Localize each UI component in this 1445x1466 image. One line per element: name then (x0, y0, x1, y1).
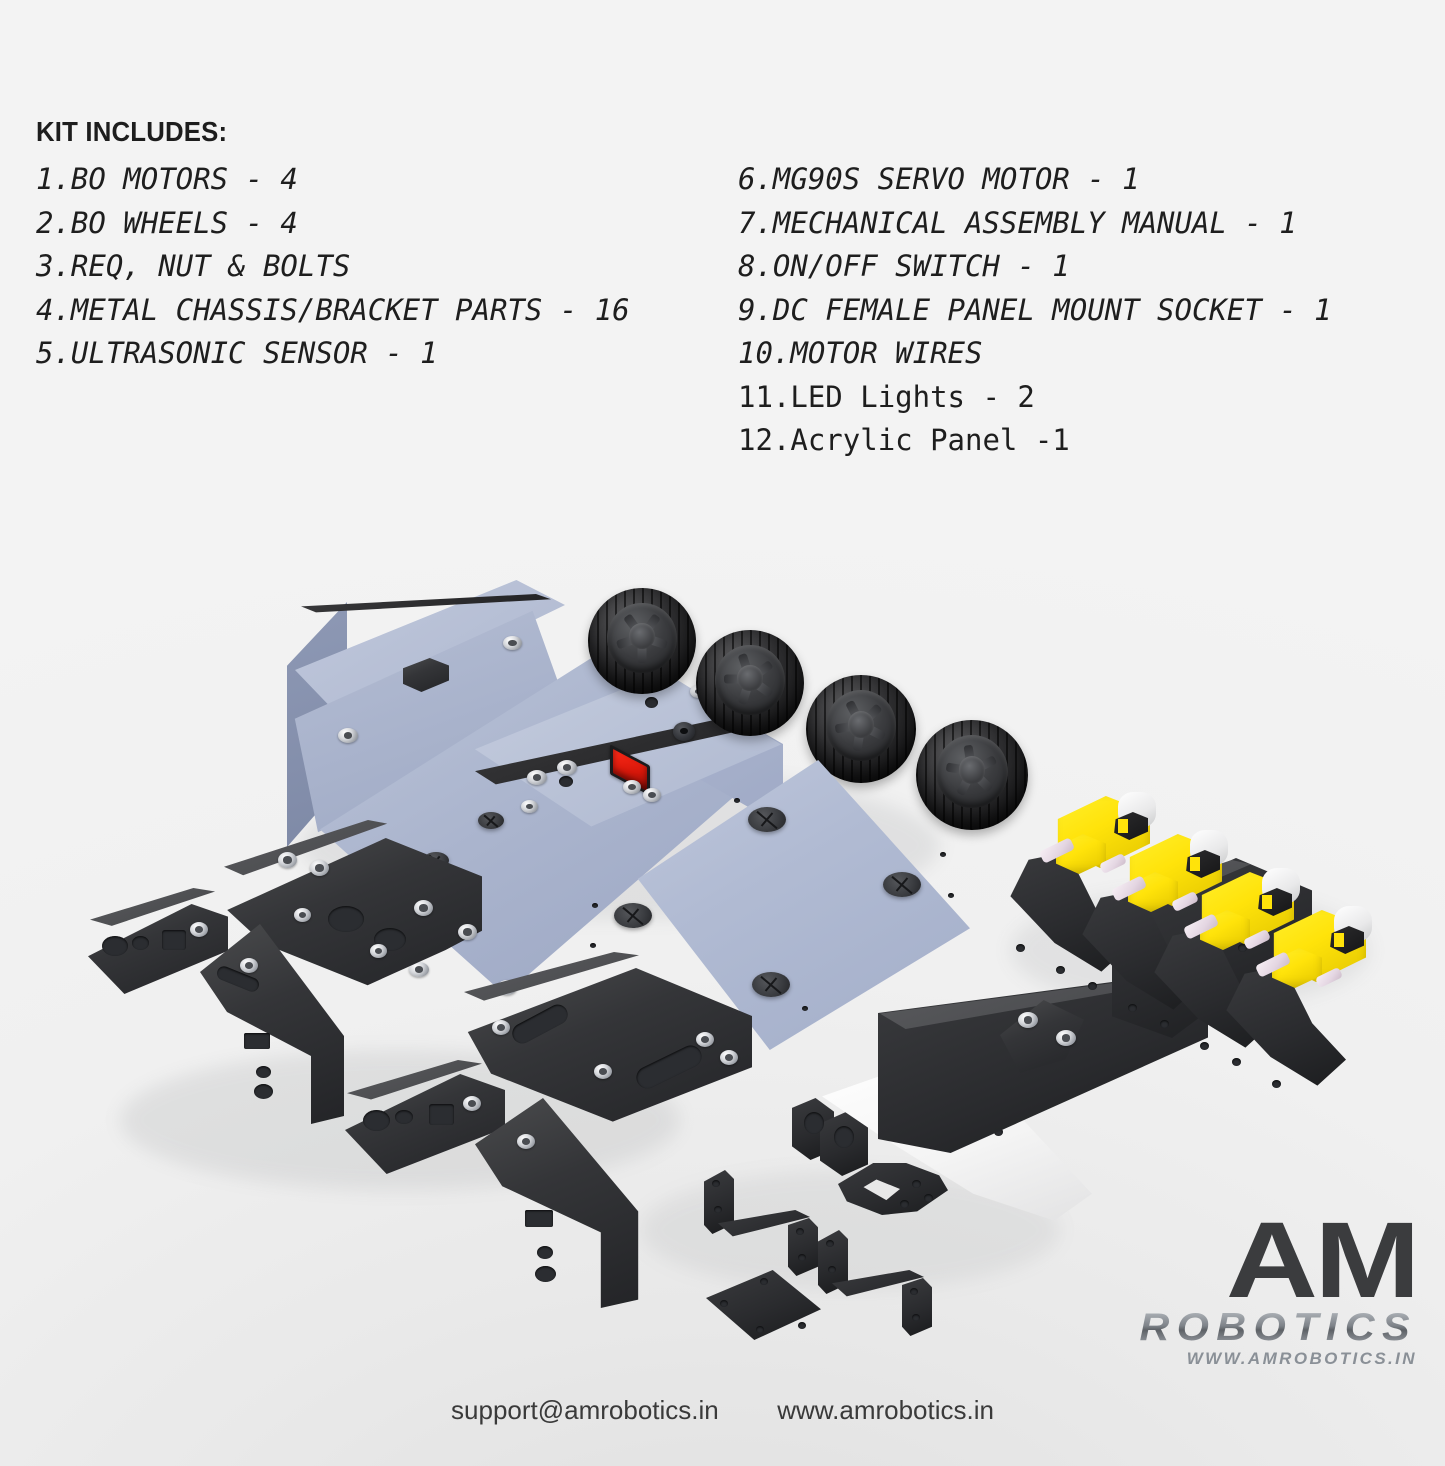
kit-item-label: Acrylic Panel -1 (790, 423, 1070, 457)
kit-list-item: 5. ULTRASONIC SENSOR - 1 (36, 332, 736, 376)
chassis-front-hole-2 (559, 776, 573, 787)
wheel-hub (958, 756, 986, 784)
bo-wheel-2 (696, 630, 804, 736)
kit-item-number: 7. (738, 205, 773, 240)
product-render-image (0, 470, 1445, 1466)
kit-item-label: LED Lights - 2 (790, 379, 1035, 414)
ultrasonic-sensor-bracket (792, 1098, 872, 1182)
kit-item-label: ULTRASONIC SENSOR - 1 (70, 336, 438, 370)
chassis-washer-front (521, 800, 538, 813)
white-panel-hole-2 (994, 1128, 1003, 1136)
panel-grommet-4 (752, 972, 790, 997)
kit-item-number: 11. (738, 379, 791, 414)
black-chassis-bracket-2 (88, 888, 378, 1138)
panel-grommet-2 (883, 872, 921, 897)
kit-list-item: 1. BO MOTORS - 4 (36, 158, 736, 202)
chassis-nut (643, 788, 661, 802)
kit-list-item: 10. MOTOR WIRES (738, 332, 1438, 376)
chassis-grommet-1 (478, 812, 504, 829)
motor-assembly-3 (1144, 868, 1384, 1098)
panel-grommet-1 (748, 807, 786, 832)
black-chassis-bracket-1 (222, 820, 492, 1010)
kit-item-number: 6. (738, 162, 773, 196)
kit-list-item: 12. Acrylic Panel -1 (738, 419, 1438, 463)
chassis-front-hole (645, 697, 658, 708)
flat-mounting-plate (706, 1270, 821, 1340)
acrylic-panel (530, 760, 970, 1050)
kit-item-label: ON/OFF SWITCH - 1 (772, 249, 1070, 283)
kit-item-number: 9. (738, 292, 773, 327)
kit-list-item: 9. DC FEMALE PANEL MOUNT SOCKET - 1 (738, 289, 1438, 333)
logo-wordmark: ROBOTICS (1001, 1308, 1417, 1348)
footer-contact: support@amrobotics.in www.amrobotics.in (0, 1395, 1445, 1426)
dc-panel-socket (673, 722, 695, 741)
chassis-nut (623, 780, 641, 794)
footer-website[interactable]: www.amrobotics.in (777, 1395, 994, 1425)
kit-item-label: REQ, NUT & BOLTS (70, 249, 351, 283)
kit-list-item: 2. BO WHEELS - 4 (36, 202, 736, 246)
panel-screw-hole (948, 893, 954, 898)
kit-list-item: 6. MG90S SERVO MOTOR - 1 (738, 158, 1438, 202)
servo-mount-plate (838, 1158, 948, 1220)
panel-grommet-3 (614, 903, 652, 928)
chassis-nut (527, 770, 547, 785)
black-chassis-bracket-4 (345, 1060, 665, 1320)
bo-wheel-4 (916, 720, 1028, 830)
panel-screw-hole (590, 943, 596, 948)
bo-wheel-3 (806, 675, 916, 783)
wheel-hub (847, 710, 875, 738)
kit-item-label: DC FEMALE PANEL MOUNT SOCKET - 1 (772, 292, 1332, 327)
logo-mark: AM (1225, 1199, 1421, 1320)
kit-item-number: 5. (36, 336, 71, 370)
kit-item-number: 2. (36, 205, 71, 240)
page-title: KIT INCLUDES: (36, 116, 228, 147)
panel-screw-hole (734, 798, 740, 803)
footer-email[interactable]: support@amrobotics.in (451, 1395, 719, 1425)
kit-item-number: 4. (36, 292, 71, 327)
kit-list-item: 11. LED Lights - 2 (738, 376, 1438, 420)
kit-item-label: MECHANICAL ASSEMBLY MANUAL - 1 (772, 205, 1297, 240)
kit-list-item: 4. METAL CHASSIS/BRACKET PARTS - 16 (36, 289, 736, 333)
kit-item-label: BO WHEELS - 4 (70, 205, 298, 240)
brand-logo: AM ROBOTICS WWW.AMROBOTICS.IN (1025, 1206, 1420, 1370)
black-chassis-bracket-3 (462, 952, 762, 1142)
bo-wheel-1 (588, 588, 696, 694)
kit-list-item: 7. MECHANICAL ASSEMBLY MANUAL - 1 (738, 202, 1438, 246)
logo-url: WWW.AMROBOTICS.IN (1186, 1349, 1417, 1368)
wheel-hub (629, 622, 655, 650)
kit-item-label: BO MOTORS - 4 (70, 162, 298, 196)
chassis-washer-rear-2 (503, 636, 522, 650)
kit-list-item: 8. ON/OFF SWITCH - 1 (738, 245, 1438, 289)
kit-item-label: METAL CHASSIS/BRACKET PARTS - 16 (70, 292, 630, 327)
kit-item-number: 12. (738, 423, 791, 457)
kit-item-number: 10. (738, 336, 791, 370)
kit-item-number: 3. (36, 249, 71, 283)
chassis-nut (557, 760, 577, 775)
wheel-hub (737, 664, 763, 692)
kit-list-item: 3. REQ, NUT & BOLTS (36, 245, 736, 289)
chassis-nut (409, 962, 429, 977)
kit-item-label: MG90S SERVO MOTOR - 1 (772, 162, 1140, 196)
kit-item-number: 8. (738, 249, 773, 283)
kit-item-number: 1. (36, 162, 71, 196)
chassis-washer-rear (338, 728, 358, 743)
motor-assembly-1 (1000, 792, 1240, 1022)
kit-item-label: MOTOR WIRES (790, 336, 983, 370)
motor-mount-bracket (1226, 966, 1346, 1086)
u-channel-bracket-1 (704, 1170, 824, 1280)
panel-screw-hole (940, 852, 946, 857)
u-channel-bracket-2 (818, 1230, 938, 1340)
black-c-channel-rail-1 (878, 978, 1208, 1158)
panel-screw-hole (802, 1006, 808, 1011)
motor-assembly-4 (1216, 906, 1445, 1136)
panel-screw-hole (592, 903, 598, 908)
